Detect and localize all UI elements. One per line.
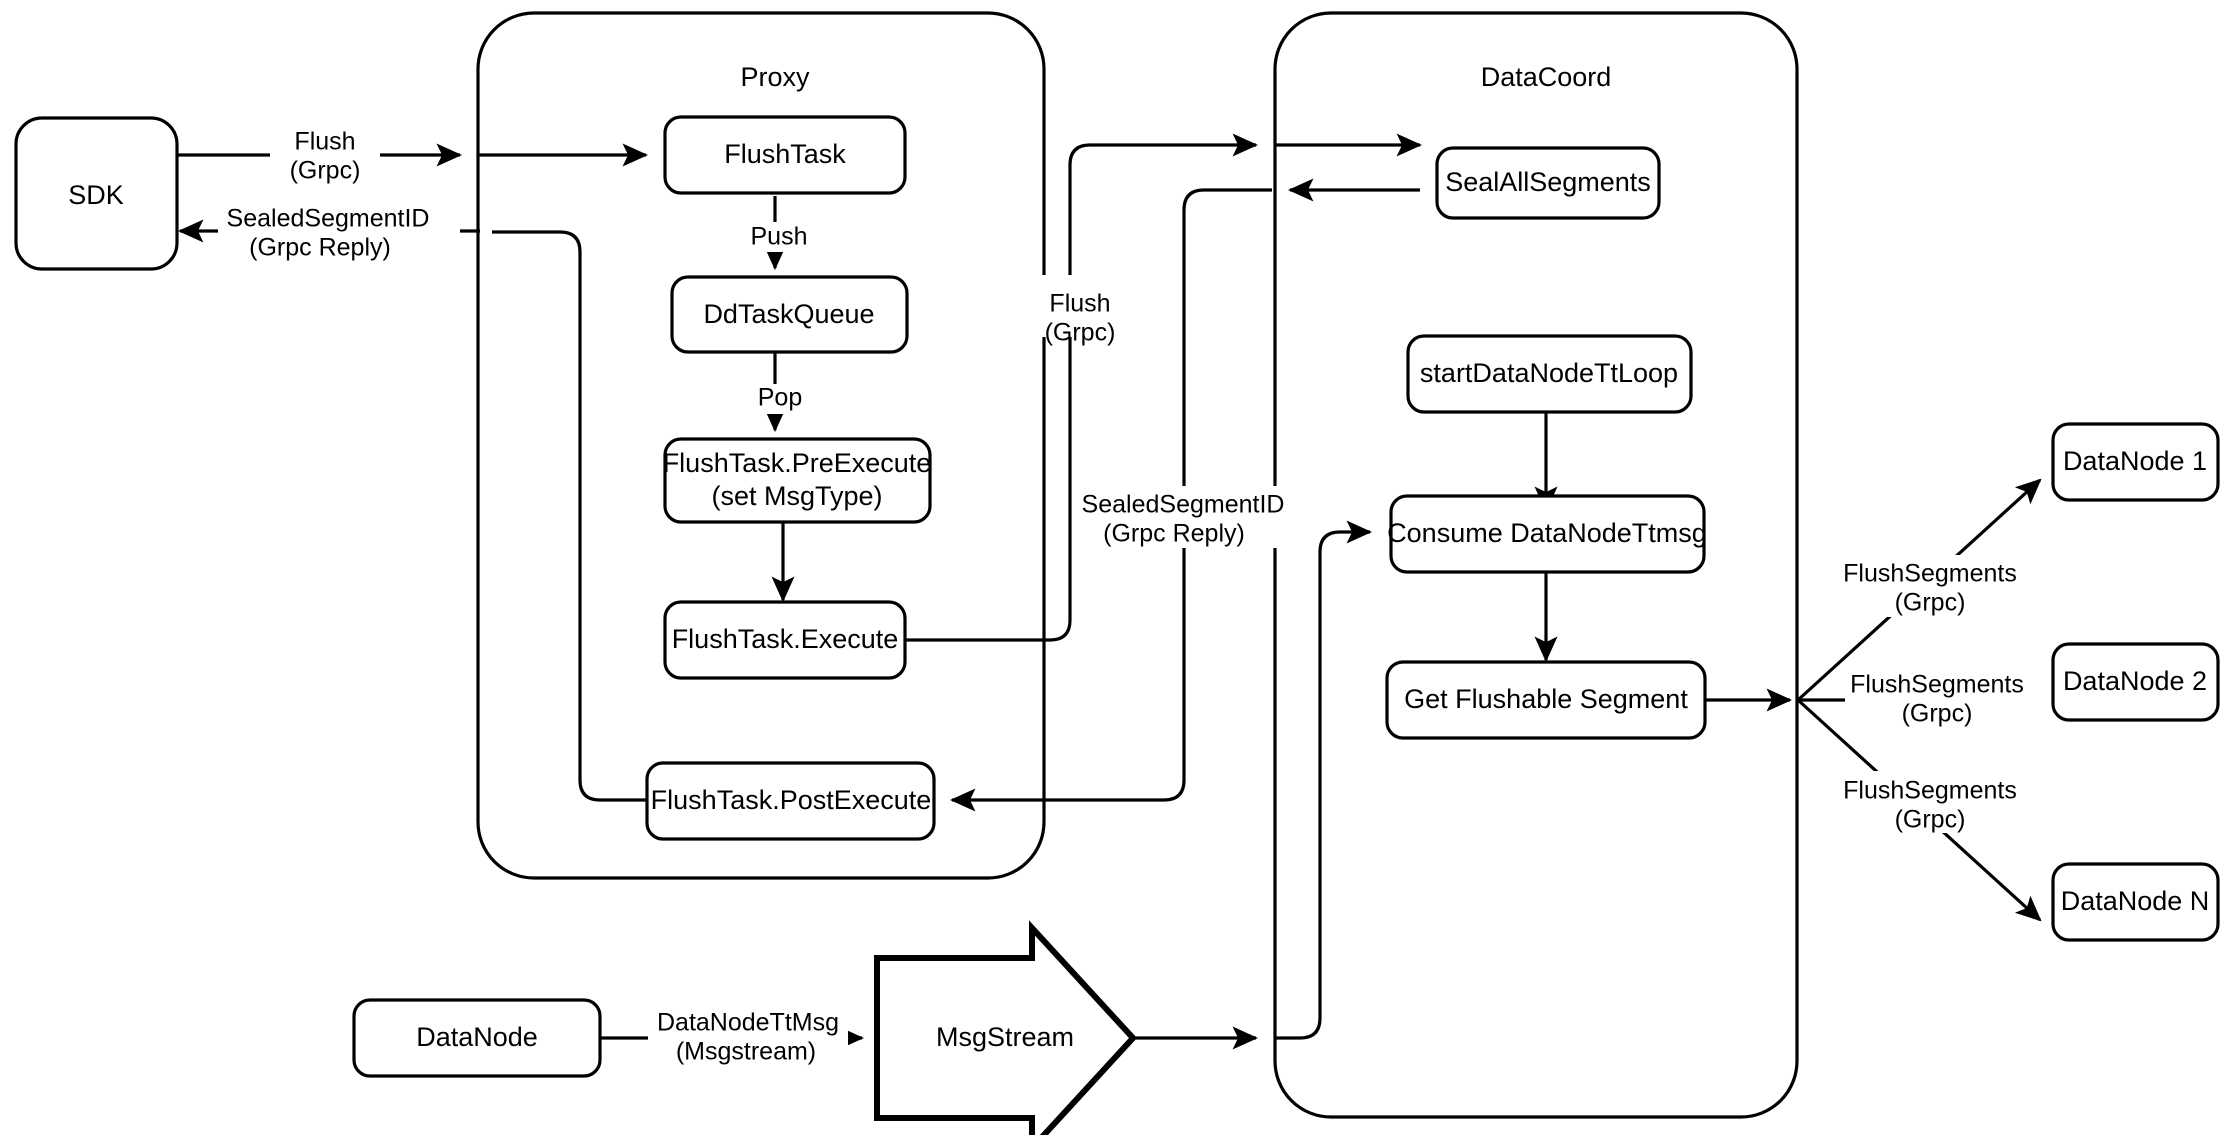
msgstream-arrow-shape[interactable]: [874, 920, 1138, 1135]
edge-postexecute-to-sdk-reply: [492, 230, 646, 802]
edgelabel-datanode-to-msgstream-line2: (Msgstream): [676, 1038, 816, 1066]
label-bg: [744, 222, 814, 252]
edgelabel-datanode-to-msgstream: DataNodeTtMsg (Msgstream): [648, 1005, 848, 1067]
node-ddtaskqueue[interactable]: DdTaskQueue: [670, 275, 909, 354]
flushtask-label: FlushTask: [724, 139, 846, 169]
edgelabel-proxy-to-datacoord-line1: Flush: [1049, 290, 1110, 318]
execute-label: FlushTask.Execute: [672, 624, 899, 654]
edgelabel-flushsegments-n: FlushSegments (Grpc): [1838, 771, 2043, 834]
edge-datacoord-msg-to-consume: [1275, 520, 1373, 1040]
edgelabel-flushsegments-n-line1: FlushSegments: [1843, 777, 2017, 805]
edgelabel-proxy-to-sdk-line1: SealedSegmentID: [227, 205, 430, 233]
sdk-label: SDK: [68, 180, 124, 210]
node-consumedatanodettmsg[interactable]: Consume DataNodeTtmsg: [1387, 494, 1707, 574]
getflushablesegment-label: Get Flushable Segment: [1404, 684, 1688, 714]
preexecute-box[interactable]: [663, 437, 932, 524]
consumedatanodettmsg-label: Consume DataNodeTtmsg: [1387, 518, 1707, 548]
edge-execute-to-datacoord: [905, 133, 1259, 642]
node-datanode[interactable]: DataNode: [352, 998, 602, 1078]
preexecute-label-line1: FlushTask.PreExecute: [663, 448, 932, 478]
datanode2-box[interactable]: [2051, 642, 2220, 722]
edgelabel-flushsegments-2-line2: (Grpc): [1902, 700, 1973, 728]
datanode2-label: DataNode 2: [2063, 666, 2207, 696]
label-bg: [648, 1005, 848, 1067]
edgelabel-proxy-to-datacoord: Flush (Grpc): [1030, 275, 1138, 347]
label-bg: [750, 384, 810, 414]
node-datanoden[interactable]: DataNode N: [2051, 862, 2220, 942]
edgelabel-proxy-to-sdk: SealedSegmentID (Grpc Reply): [218, 200, 460, 262]
datanode-box[interactable]: [352, 998, 602, 1078]
label-bg: [1030, 275, 1138, 337]
node-preexecute[interactable]: FlushTask.PreExecute (set MsgType): [663, 437, 932, 524]
execute-box[interactable]: [663, 600, 907, 680]
node-sealallsegments[interactable]: SealAllSegments: [1435, 146, 1661, 220]
sealallsegments-label: SealAllSegments: [1445, 167, 1651, 197]
edgelabel-push: Push: [744, 222, 814, 252]
container-datacoord: DataCoord: [1273, 11, 1799, 1119]
edgelabel-push-text: Push: [751, 223, 808, 251]
preexecute-label-line2: (set MsgType): [711, 481, 882, 511]
sdk-box[interactable]: [14, 116, 179, 271]
getflushablesegment-box[interactable]: [1385, 660, 1707, 740]
node-startdatanodettloop[interactable]: startDataNodeTtLoop: [1406, 334, 1693, 414]
edgelabel-datacoord-to-proxy: SealedSegmentID (Grpc Reply): [1082, 486, 1285, 548]
label-bg: [1088, 486, 1278, 548]
edgelabel-datacoord-to-proxy-line1: SealedSegmentID: [1082, 491, 1285, 519]
label-bg: [218, 200, 460, 262]
startdatanodettloop-label: startDataNodeTtLoop: [1420, 358, 1678, 388]
edgelabel-flushsegments-2-line1: FlushSegments: [1850, 671, 2024, 699]
sealallsegments-box[interactable]: [1435, 146, 1661, 220]
node-datanode1[interactable]: DataNode 1: [2051, 422, 2220, 502]
proxy-container-label: Proxy: [740, 62, 810, 92]
label-bg: [1845, 665, 2050, 727]
node-msgstream[interactable]: MsgStream: [874, 920, 1138, 1135]
edgelabel-pop-text: Pop: [758, 384, 802, 412]
msgstream-label: MsgStream: [936, 1022, 1074, 1052]
startdatanodettloop-box[interactable]: [1406, 334, 1693, 414]
datanoden-box[interactable]: [2051, 862, 2220, 942]
node-sdk[interactable]: SDK: [14, 116, 179, 271]
edgelabel-datanode-to-msgstream-line1: DataNodeTtMsg: [657, 1009, 839, 1037]
postexecute-label: FlushTask.PostExecute: [651, 785, 932, 815]
container-proxy: Proxy: [476, 11, 1046, 880]
edgelabel-sdk-to-proxy-line2: (Grpc): [290, 157, 361, 185]
label-bg: [1838, 771, 2043, 833]
postexecute-box[interactable]: [645, 761, 936, 841]
datanode-label: DataNode: [416, 1022, 538, 1052]
edgelabel-flushsegments-n-line2: (Grpc): [1895, 806, 1966, 834]
datacoord-container-border: [1273, 11, 1799, 1119]
datanoden-label: DataNode N: [2061, 886, 2210, 916]
consumedatanodettmsg-box[interactable]: [1389, 494, 1706, 574]
edgelabel-flushsegments-1-line2: (Grpc): [1895, 589, 1966, 617]
datacoord-container-label: DataCoord: [1481, 62, 1612, 92]
edgelabel-pop: Pop: [750, 384, 810, 414]
ddtaskqueue-box[interactable]: [670, 275, 909, 354]
datanode1-box[interactable]: [2051, 422, 2220, 502]
label-bg: [1838, 555, 2043, 617]
label-bg: [270, 124, 380, 186]
edgelabel-proxy-to-datacoord-line2: (Grpc): [1045, 319, 1116, 347]
node-getflushablesegment[interactable]: Get Flushable Segment: [1385, 660, 1707, 740]
edgelabel-flushsegments-1: FlushSegments (Grpc): [1838, 555, 2043, 617]
node-datanode2[interactable]: DataNode 2: [2051, 642, 2220, 722]
edgelabel-sdk-to-proxy: Flush (Grpc): [270, 124, 380, 186]
edgelabel-flushsegments-2: FlushSegments (Grpc): [1845, 665, 2050, 728]
node-postexecute[interactable]: FlushTask.PostExecute: [645, 761, 936, 841]
node-flushtask[interactable]: FlushTask: [663, 115, 907, 195]
datanode1-label: DataNode 1: [2063, 446, 2207, 476]
edgelabel-sdk-to-proxy-line1: Flush: [294, 128, 355, 156]
edgelabel-flushsegments-1-line1: FlushSegments: [1843, 560, 2017, 588]
flushtask-box[interactable]: [663, 115, 907, 195]
edgelabel-datacoord-to-proxy-line2: (Grpc Reply): [1103, 520, 1245, 548]
proxy-container-border: [476, 11, 1046, 880]
node-execute[interactable]: FlushTask.Execute: [663, 600, 907, 680]
ddtaskqueue-label: DdTaskQueue: [703, 299, 874, 329]
edgelabel-proxy-to-sdk-line2: (Grpc Reply): [249, 234, 391, 262]
